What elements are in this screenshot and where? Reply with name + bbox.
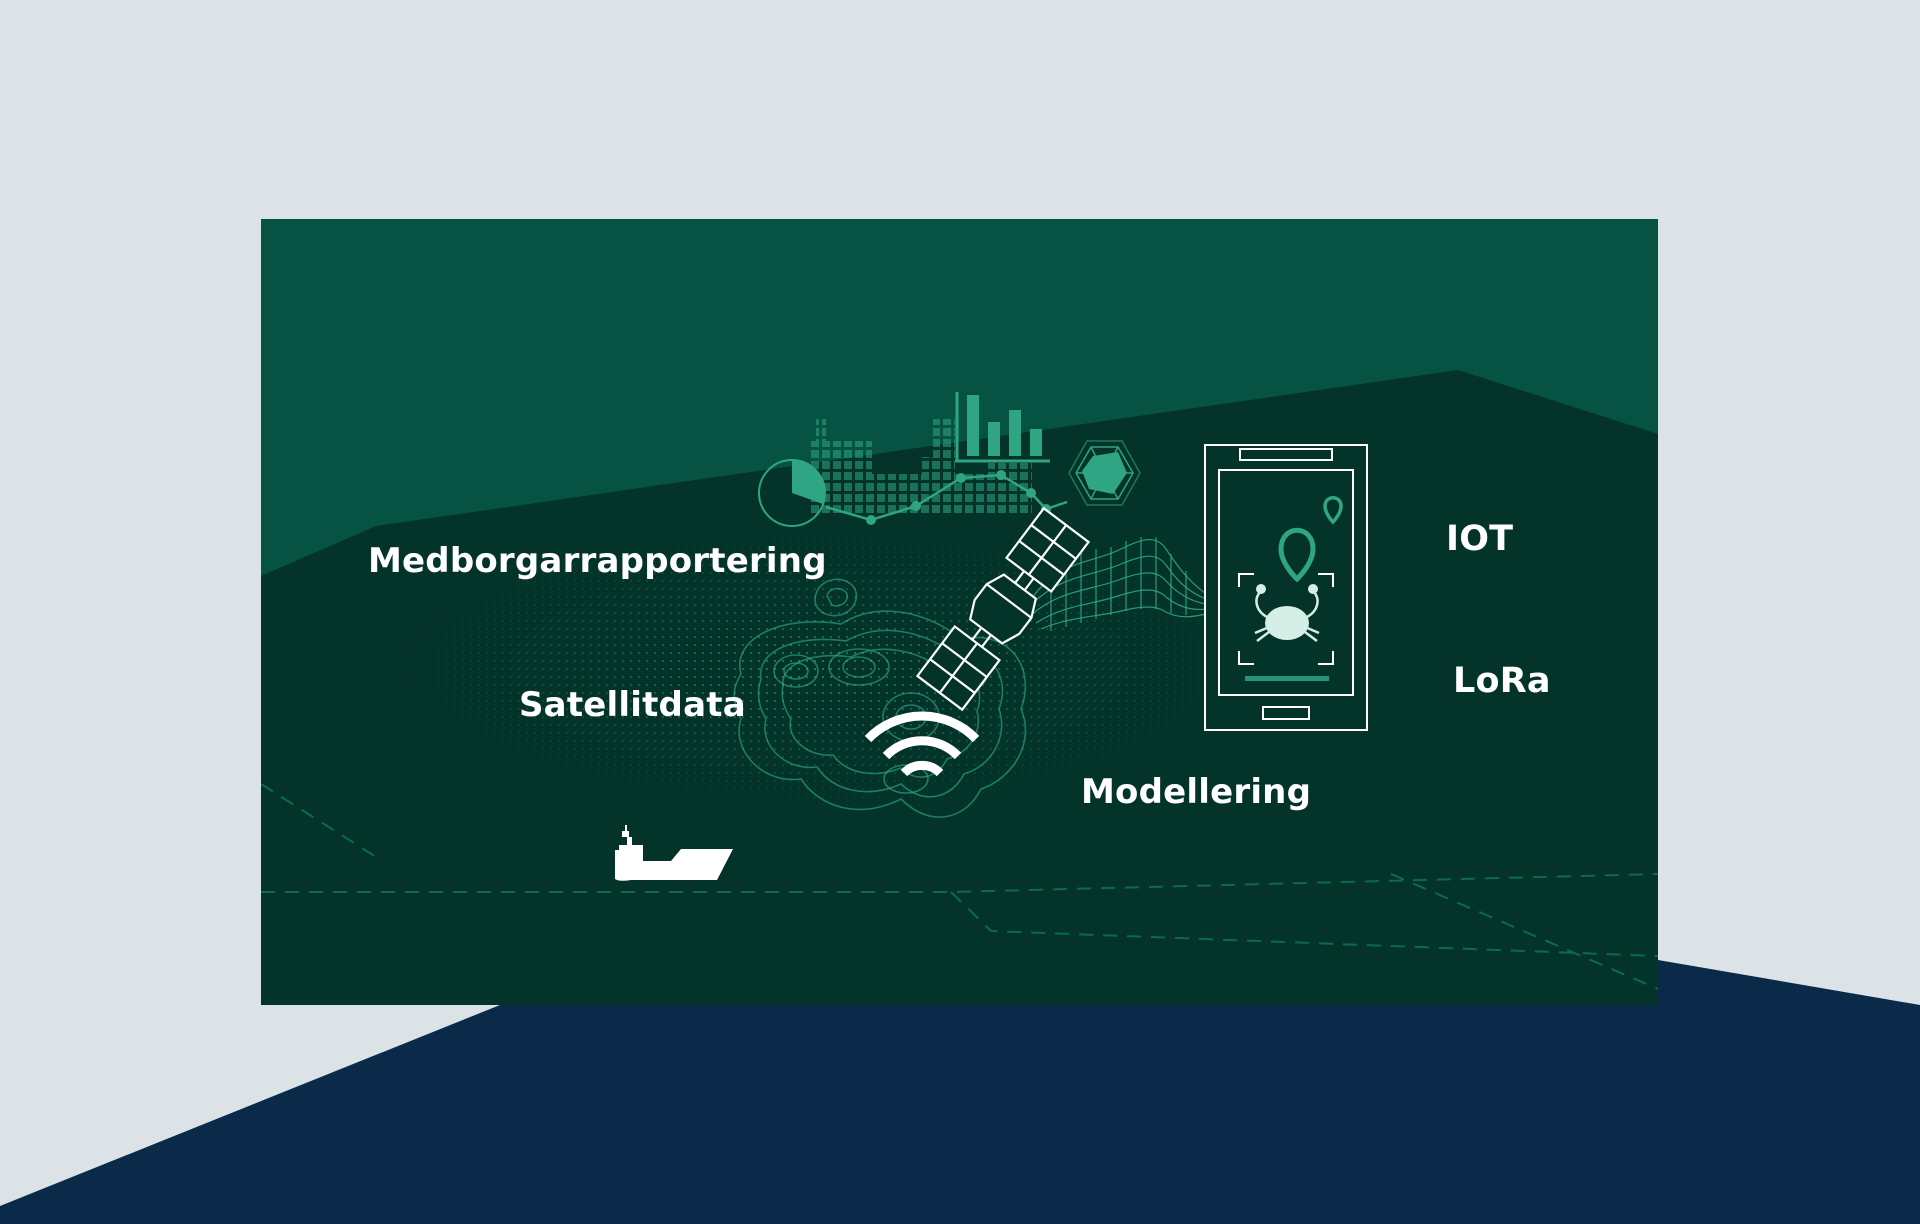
wave-mesh: [1028, 537, 1207, 631]
label-lora: LoRa: [1453, 661, 1551, 701]
illustration-panel: [261, 219, 1658, 1005]
crab-icon: [1254, 584, 1320, 642]
line-chart: [825, 470, 1068, 525]
radar-chart-icon: [1068, 440, 1141, 506]
label-satellitdata: Satellitdata: [519, 685, 746, 725]
smartphone-icon: [1204, 444, 1368, 731]
label-modellering: Modellering: [1081, 772, 1312, 812]
bar-chart-icon: [955, 392, 1050, 463]
wifi-icon: [864, 711, 980, 777]
progress-bar: [1245, 676, 1329, 681]
navy-band: [0, 960, 1920, 1224]
satellite-icon: [915, 506, 1091, 712]
dot-field: [361, 499, 1291, 829]
scan-frame: [1238, 573, 1334, 665]
label-iot: IOT: [1446, 519, 1514, 559]
pie-chart-icon: [758, 459, 826, 527]
map-pin-icon: [1278, 496, 1343, 583]
dashed-routes: [261, 783, 1658, 990]
label-medborgarrapportering: Medborgarrapportering: [368, 541, 827, 581]
ship-icon: [615, 825, 733, 881]
